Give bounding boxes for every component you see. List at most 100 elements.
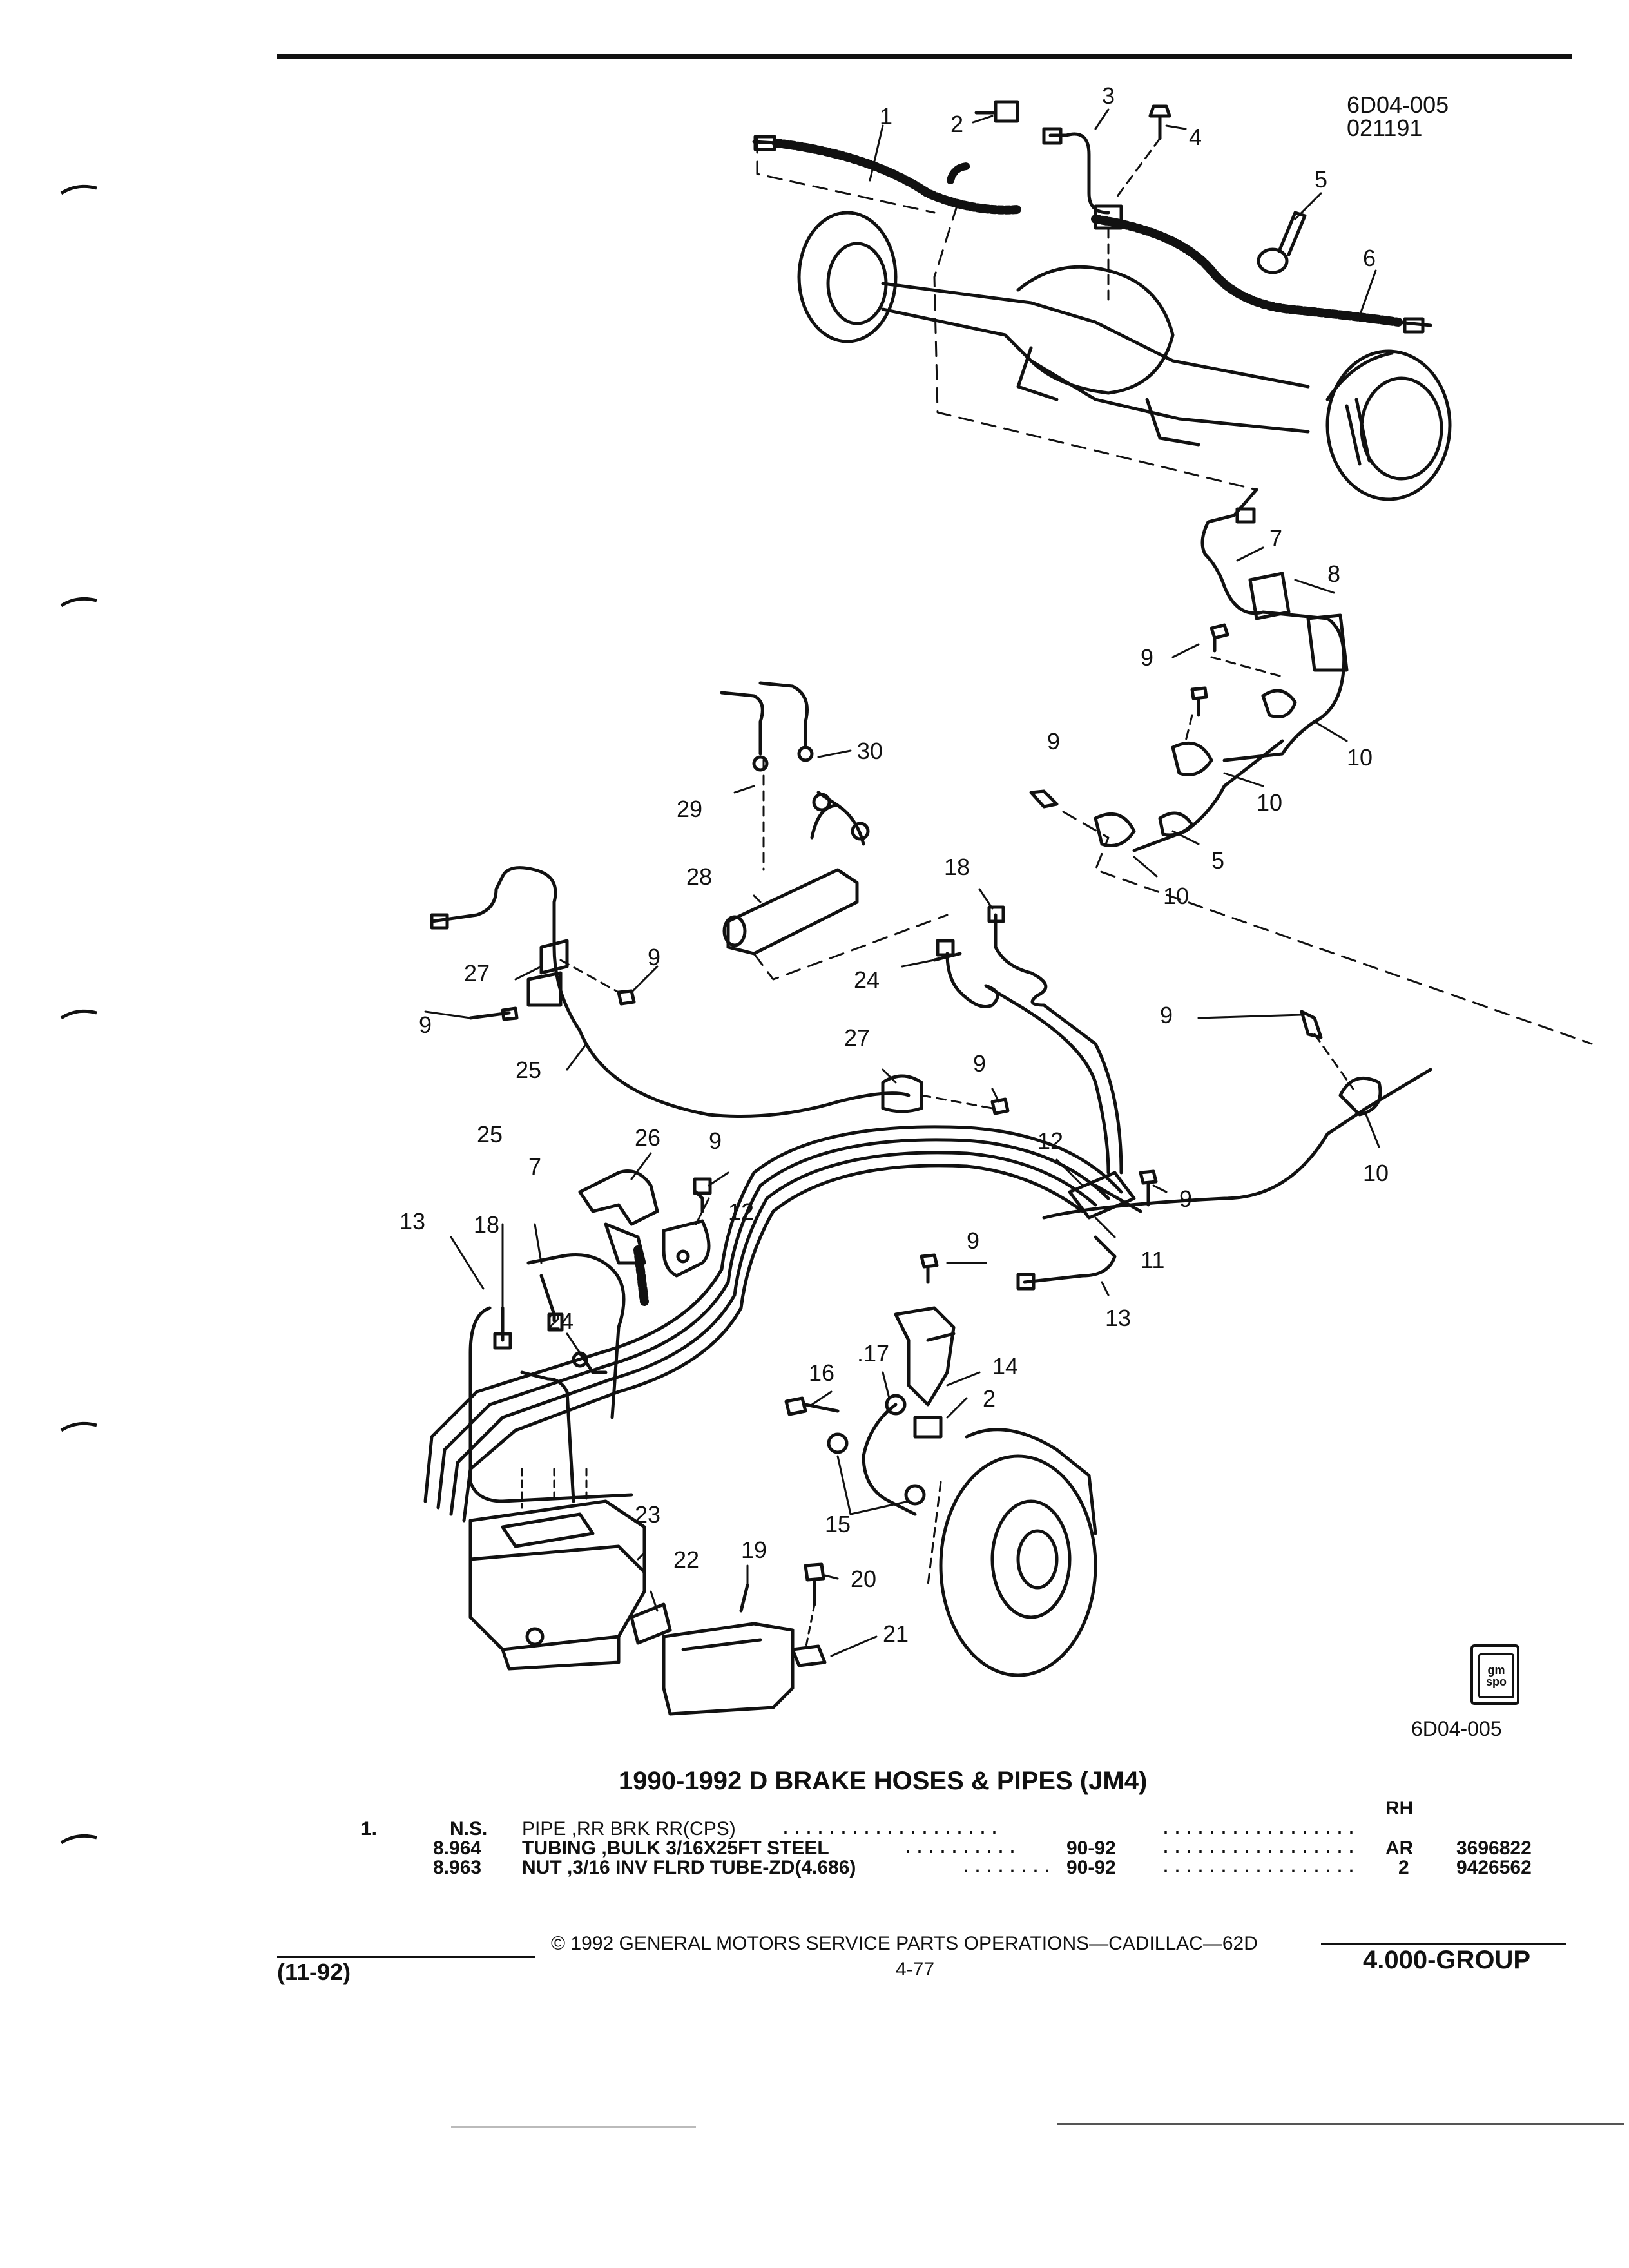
footer-page-number: 4-77 [896,1959,935,1980]
footer-date: (11-92) [277,1959,351,1985]
washers-15 [827,1432,926,1506]
hose-6 [1091,215,1432,334]
parts-row-3-desc: NUT ,3/16 INV FLRD TUBE-ZD(4.686) [522,1857,856,1878]
callout-9: 9 [1141,644,1154,671]
parts-row-2-qty: AR [1385,1838,1414,1859]
footer-rule-left [277,1956,535,1958]
callout-7: 7 [1269,525,1283,552]
callout-15: 15 [825,1511,851,1537]
callout-27: 27 [464,960,490,986]
callout-17: .17 [857,1340,890,1367]
parts-row-2-catalog: 3696822 [1456,1838,1532,1859]
callout-10: 10 [1363,1160,1389,1186]
punch-mark [60,1834,97,1845]
gm-spo-logo: gm spo [1470,1644,1519,1705]
callout-29: 29 [677,796,703,822]
callout-19: 19 [741,1537,767,1563]
bolt-16 [784,1396,840,1416]
callout-25: 25 [477,1121,503,1148]
hose-17 [862,1394,917,1516]
parts-row-2-dots: .......... [902,1838,1019,1860]
callout-23: 23 [635,1501,661,1528]
bolts-9-right [1029,623,1229,809]
main-pipe-bundle [423,1125,1123,1523]
left-line-stack [468,1245,649,1503]
clips-8 [1248,572,1349,672]
clip-2-top [974,100,1019,123]
callout-9: 9 [709,1128,722,1154]
clip-2-lower [913,1416,943,1439]
callout-25: 25 [516,1057,542,1083]
figure-code-bottom: 6D04-005 [1411,1717,1502,1740]
leader-lines [424,108,1380,1657]
callout-18: 18 [474,1211,500,1238]
rear-axle [797,211,1452,501]
front-rotor [927,1428,1097,1677]
callout-8: 8 [1327,561,1341,587]
isolator-22 [630,1602,672,1645]
parts-row-1-dots: ................... [780,1818,1001,1840]
callout-4: 4 [1189,124,1202,150]
callout-7: 7 [528,1153,542,1180]
callout-9: 9 [1047,728,1061,754]
parts-row-3-catalog: 9426562 [1456,1857,1532,1878]
section-title: 1990-1992 D BRAKE HOSES & PIPES (JM4) [619,1767,1148,1795]
callout-13: 13 [1105,1305,1132,1331]
combination-valve-28 [722,791,949,981]
callout-11: 11 [1141,1247,1165,1273]
date-code: 021191 [1347,115,1423,141]
punch-mark [60,184,97,195]
callout-9: 9 [648,944,661,970]
callout-6: 6 [1363,245,1376,271]
parts-row-1-partno: N.S. [450,1818,488,1840]
callout-3: 3 [1102,82,1115,109]
footer-group: 4.000-GROUP [1363,1946,1531,1974]
lines-29-30 [720,681,814,871]
lines-24-18 [932,905,1123,1175]
parts-row-3-partno: 8.963 [433,1857,482,1878]
pipe-25-upper [430,866,911,1118]
callout-21: 21 [883,1620,909,1647]
punch-marks [60,184,97,1845]
callout-12: 12 [1037,1128,1064,1154]
clip-27-upper [526,939,569,1007]
clips-10-right [1094,656,1297,847]
figure-code: 6D04-005 [1347,91,1449,118]
callout-9: 9 [1160,1002,1173,1028]
callout-24: 24 [548,1308,574,1334]
hose-13-lower [920,1235,1117,1291]
hose-1 [752,135,1023,215]
callout-13: 13 [400,1208,426,1235]
bolt-20 [804,1562,825,1651]
callout-10: 10 [1163,883,1190,909]
pipe-5-lower [1062,739,1593,1045]
retainer-5-top [1257,211,1307,274]
callout-5: 5 [1315,166,1328,193]
parts-row-3-dots: ........ [960,1857,1054,1879]
callout-28: 28 [686,863,713,890]
parts-row-1-qty: RH [1385,1798,1414,1819]
bracket-14 [894,1306,956,1407]
bracket-19 [662,1583,795,1716]
bolt-9-mid [1139,1169,1158,1207]
parts-row-1-item: 1. [361,1818,378,1840]
callout-9: 9 [973,1050,987,1077]
clip-27-lower [881,1074,1010,1115]
callout-18: 18 [944,854,970,880]
callout-10: 10 [1257,789,1283,816]
callout-9: 9 [419,1012,432,1038]
callout-20: 20 [851,1566,877,1592]
parts-row-3-years: 90-92 [1066,1857,1116,1878]
parts-row-3-qty: 2 [1398,1857,1409,1878]
bolt-4 [1113,104,1171,201]
bracket-26 [578,1169,659,1265]
abs-module-23 [468,1468,646,1671]
parts-row-3-dots2: ................. [1160,1857,1358,1879]
punch-mark [60,597,97,608]
callout-12: 12 [728,1198,755,1225]
punch-mark [60,1421,97,1432]
top-rule [277,54,1572,59]
clip-12-left [662,1177,712,1278]
parts-row-2-desc: TUBING ,BULK 3/16X25FT STEEL [522,1838,829,1859]
parts-row-2-years: 90-92 [1066,1838,1116,1859]
